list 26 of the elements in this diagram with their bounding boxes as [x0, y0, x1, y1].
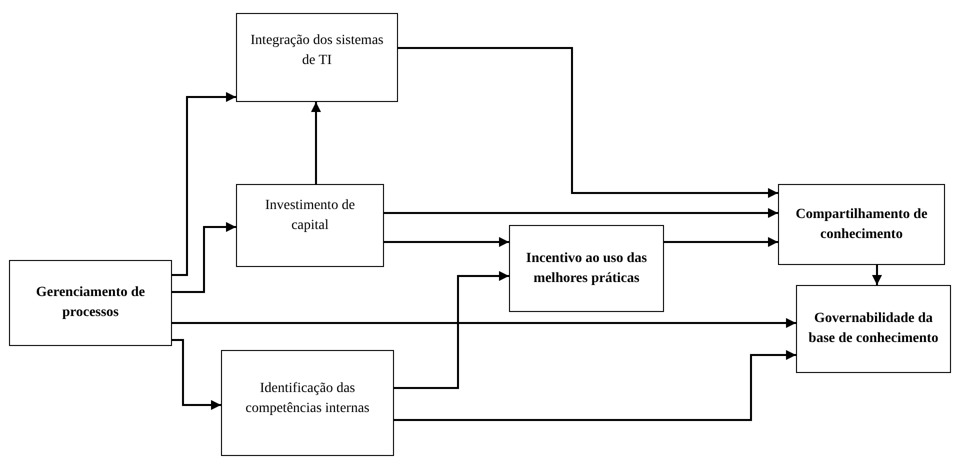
arrow: [394, 271, 509, 389]
box-label: Compartilhamento de conhecimento: [794, 206, 928, 244]
arrow: [394, 350, 796, 421]
process-box: [236, 184, 384, 267]
arrow: [398, 47, 778, 198]
box-label: Identificação das competências internas: [244, 380, 370, 418]
box-label: Incentivo ao uso das melhores práticas: [525, 250, 648, 288]
box-label: Gerenciamento de processos: [35, 284, 146, 322]
box-label: Investimento de capital: [264, 196, 356, 234]
arrow: [311, 102, 321, 184]
box-label: Integração dos sistemas de TI: [250, 32, 384, 70]
arrow: [872, 265, 882, 285]
process-box: [796, 285, 951, 373]
arrow: [384, 237, 509, 247]
arrow: [172, 318, 796, 328]
process-box: [221, 350, 394, 456]
box-label: Governabilidade da base de conhecimento: [808, 310, 940, 348]
process-box: [236, 13, 398, 102]
process-box: [778, 184, 945, 265]
process-box: [509, 225, 664, 312]
arrow: [172, 222, 236, 293]
arrow: [384, 208, 778, 218]
process-box: [9, 260, 172, 346]
arrow: [172, 92, 236, 276]
arrow: [664, 237, 778, 247]
arrow: [172, 339, 221, 410]
